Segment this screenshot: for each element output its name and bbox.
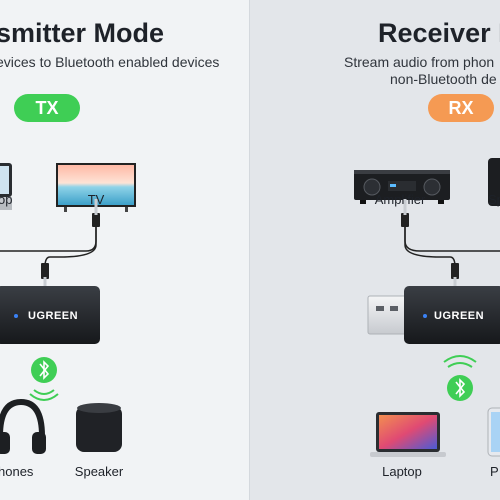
- rx-adapter: [367, 286, 500, 344]
- phone-icon: [487, 407, 500, 457]
- receiver-panel: Receiver M Stream audio from phon non-Bl…: [250, 0, 500, 500]
- rx-device-bottom-2-label: P: [490, 464, 499, 479]
- audio-cable: [401, 199, 500, 291]
- speaker-icon: [488, 158, 500, 206]
- amplifier-icon: [354, 170, 450, 204]
- laptop-icon: [370, 412, 446, 457]
- bluetooth-icon: [443, 355, 477, 401]
- rx-device-top-2-label: Sp: [488, 192, 500, 207]
- tx-title: smitter Mode: [0, 18, 165, 48]
- rx-device-top-1-label: Amplifier: [374, 192, 426, 207]
- tx-device-bottom-1-label: hones: [0, 464, 34, 479]
- headphones-icon: [0, 398, 46, 454]
- bluetooth-icon: [29, 357, 59, 401]
- rx-adapter-brand: UGREEN: [434, 310, 485, 322]
- tx-badge: TX: [14, 94, 80, 122]
- audio-cable: [0, 199, 100, 291]
- rx-subtitle-line1: Stream audio from phon: [344, 54, 495, 70]
- rx-subtitle-line2: non-Bluetooth de: [390, 71, 497, 87]
- speaker-icon: [76, 403, 122, 452]
- rx-title: Receiver M: [378, 18, 500, 48]
- rx-badge: RX: [428, 94, 494, 122]
- tx-adapter-brand: UGREEN: [28, 310, 79, 322]
- tx-subtitle: evices to Bluetooth enabled devices: [0, 54, 220, 70]
- tx-device-bottom-2-label: Speaker: [74, 464, 124, 479]
- tx-device-top-1-label: op: [0, 192, 13, 207]
- tx-adapter: [0, 286, 100, 344]
- rx-device-bottom-1-label: Laptop: [382, 464, 422, 479]
- laptop-icon: [0, 163, 12, 210]
- transmitter-panel: smitter Mode evices to Bluetooth enabled…: [0, 0, 250, 500]
